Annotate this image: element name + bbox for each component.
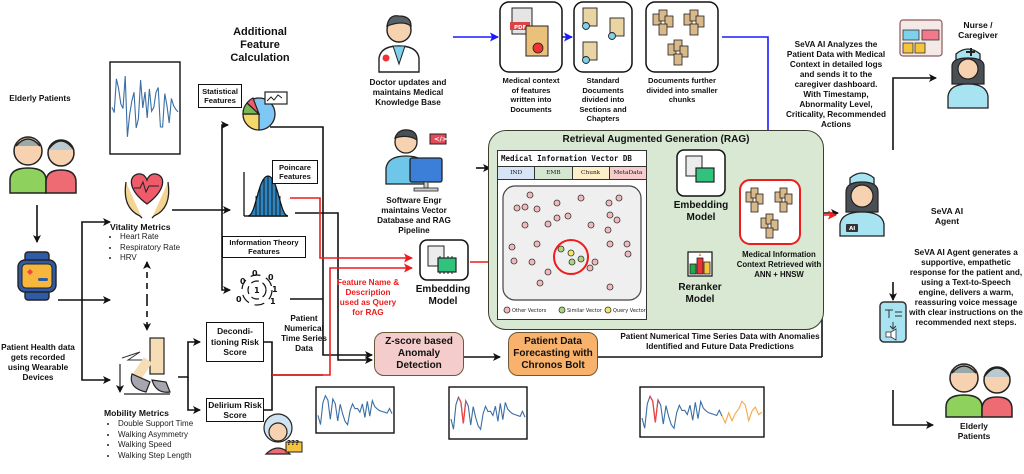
vector-db-column: IND xyxy=(498,167,536,179)
medical-document-label: Medical context of features written into… xyxy=(502,76,560,114)
binary-digit: 0 xyxy=(236,295,242,304)
poincare-features-box: Poincare Features xyxy=(272,160,318,184)
forecasting-box: Patient Data Forecasting with Chronos Bo… xyxy=(508,332,598,376)
chip-icon-left xyxy=(427,245,457,274)
deconditioning-risk-box: Decondi- tioning Risk Score xyxy=(206,322,264,362)
signal-plot-vitality xyxy=(109,61,181,155)
pie-chart-icon xyxy=(242,91,288,131)
sectioned-documents-icon xyxy=(582,7,625,64)
vitality-list: Heart Rate Respiratory Rate HRV xyxy=(106,232,180,264)
heart-in-hands-icon xyxy=(124,173,170,219)
vector-db-title: Medical Information Vector DB xyxy=(498,151,646,167)
embedding-model-label-rag: Embedding Model xyxy=(673,200,729,223)
smartwatch-icon xyxy=(17,251,57,301)
time-series-label: Patient Numerical Time Series Data xyxy=(281,314,327,353)
features-heading: Additional Feature Calculation xyxy=(230,26,290,64)
pdf-document-icon: PDF xyxy=(510,7,549,57)
elderly-patients-label-bottom: Elderly Patients xyxy=(957,421,991,441)
agent-response-label: SeVA AI Agent generates a supportive, em… xyxy=(909,248,1023,327)
vector-db-column: Chunk xyxy=(572,167,610,179)
binary-digit: 1 xyxy=(270,297,276,306)
statistical-features-box: Statistical Features xyxy=(198,84,242,108)
reranker-label: Reranker Model xyxy=(678,282,722,305)
retrieved-context-label: Medical Information Context Retrieved wi… xyxy=(736,250,822,279)
embedding-model-label-left: Embedding Model xyxy=(415,284,471,307)
zscore-anomaly-box: Z-score based Anomaly Detection xyxy=(374,332,464,376)
nurse-label: Nurse / Caregiver xyxy=(958,20,998,40)
elderly-patients-label-top: Elderly Patients xyxy=(9,94,71,103)
mobility-item: Walking Asymmetry xyxy=(118,430,193,441)
seva-analysis-label: SeVA AI Analyzes the Patient Data with M… xyxy=(786,40,886,129)
rag-title: Retrieval Augmented Generation (RAG) xyxy=(562,134,750,145)
code-badge: </> xyxy=(434,135,447,143)
software-engineer-icon xyxy=(385,129,447,192)
binary-digit: 0 xyxy=(240,277,246,286)
vector-db: Medical Information Vector DB IND EMB Ch… xyxy=(497,150,647,320)
vector-db-column: MetaData xyxy=(609,167,646,179)
info-theory-features-box: Information Theory Features xyxy=(222,236,306,258)
signal-plot-forecast xyxy=(639,386,765,438)
binary-digit: 0 xyxy=(252,269,258,278)
pdf-badge: PDF xyxy=(514,25,527,31)
binary-swirl-icon: 1 0 0 0 0 1 1 xyxy=(236,269,278,306)
vitality-title: Vitality Metrics xyxy=(110,222,171,232)
binary-digit: 0 xyxy=(268,273,274,282)
vector-db-column: EMB xyxy=(535,167,573,179)
chunked-documents-icon xyxy=(652,9,705,66)
vitality-item: Heart Rate xyxy=(120,232,180,243)
vitality-item: HRV xyxy=(120,253,180,264)
elderly-patients-icon-top xyxy=(9,136,77,194)
vector-db-columns: IND EMB Chunk MetaData xyxy=(498,167,646,180)
confused-patient-icon xyxy=(263,413,303,455)
sections-document-label: Standard Documents divided into Sections… xyxy=(579,76,627,123)
rag-query-label: Feature Name & Description used as Query… xyxy=(336,278,400,317)
engineer-label: Software Engr maintains Vector Database … xyxy=(377,196,451,235)
doctor-label: Doctor updates and maintains Medical Kno… xyxy=(369,78,447,107)
binary-digit: 1 xyxy=(272,285,278,294)
mobility-item: Walking Speed xyxy=(118,440,193,451)
vitality-item: Respiratory Rate xyxy=(120,243,180,254)
walking-legs-icon xyxy=(116,337,171,395)
mobility-title: Mobility Metrics xyxy=(104,408,169,418)
mobility-list: Double Support Time Walking Asymmetry Wa… xyxy=(104,419,193,461)
binary-digit: 1 xyxy=(254,286,260,295)
signal-plot-raw xyxy=(315,386,395,434)
mobility-item: Walking Step Length xyxy=(118,451,193,462)
question-badge: ??? xyxy=(287,439,299,447)
delirium-risk-box: Delirium Risk Score xyxy=(206,398,264,422)
chunks-document-label: Documents further divided into smaller c… xyxy=(646,76,718,104)
agent-label: SeVA AI Agent xyxy=(930,206,964,226)
signal-plot-anomalies xyxy=(448,386,528,440)
bell-curve-icon xyxy=(243,172,289,217)
mobility-item: Double Support Time xyxy=(118,419,193,430)
wearable-label: Patient Health data gets recorded using … xyxy=(1,343,75,382)
doctor-icon xyxy=(378,15,420,73)
anomaly-output-label: Patient Numerical Time Series Data with … xyxy=(620,332,820,351)
